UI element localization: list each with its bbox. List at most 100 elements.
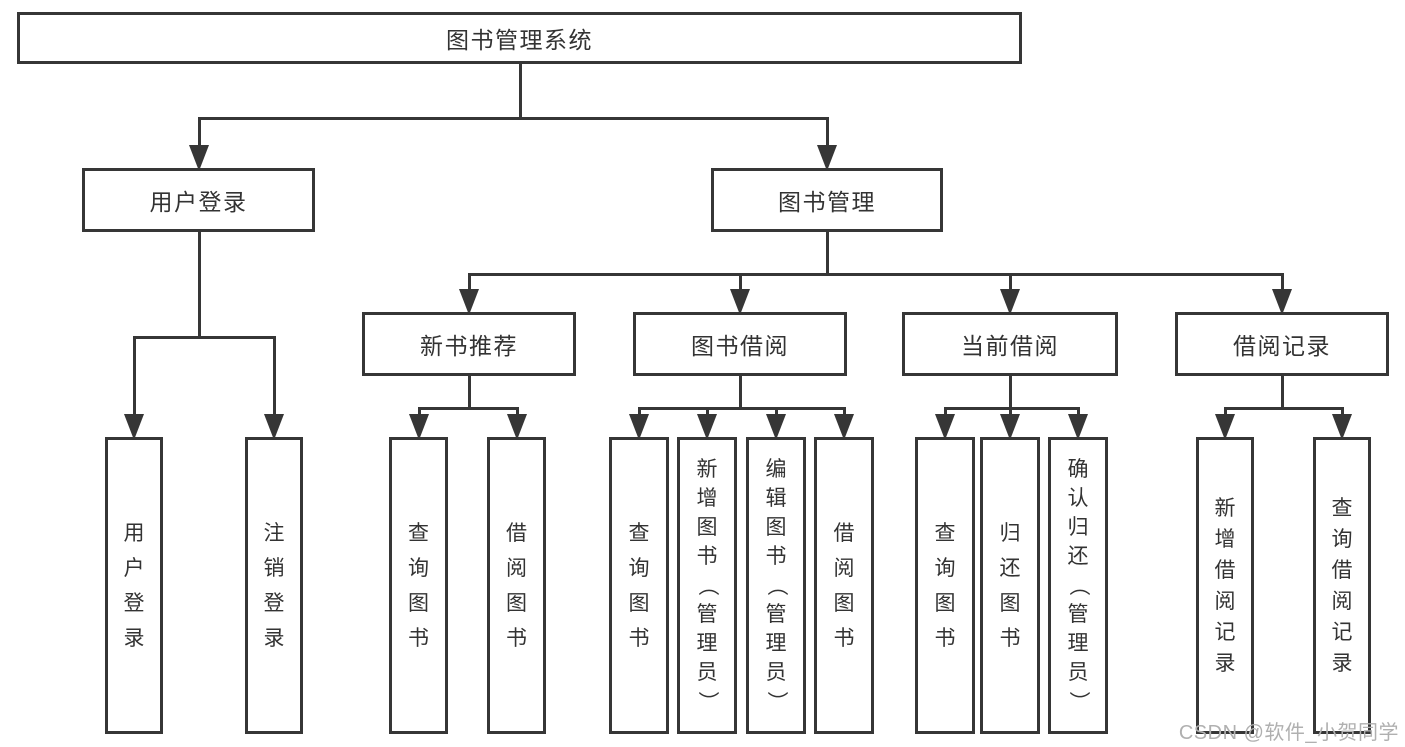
node-label: 用户登录 (149, 189, 248, 215)
node-label-char: 新 (1214, 496, 1236, 520)
connector-line (638, 407, 846, 410)
node-label-char: 书 (765, 545, 787, 568)
connector-line (843, 407, 846, 417)
node-label-char: 户 (123, 556, 145, 580)
node-label-char: 书 (696, 545, 718, 568)
connector-line (273, 336, 276, 417)
arrow-down-icon (264, 414, 284, 440)
node-label-char: 书 (934, 626, 956, 650)
node-new-book-rec: 新书推荐 (362, 312, 576, 376)
node-confirm-return: 确认归还（管理员） (1048, 437, 1108, 734)
node-add-borrow-record: 新增借阅记录 (1196, 437, 1254, 734)
node-label: 图书借阅 (691, 333, 789, 359)
connector-line (516, 407, 519, 417)
node-label-char: 书 (506, 626, 527, 650)
node-label: 图书管理 (778, 189, 876, 215)
arrow-down-icon (1000, 289, 1020, 315)
node-return-book: 归还图书 (980, 437, 1040, 734)
node-label-char: 阅 (833, 556, 855, 580)
connector-line (198, 230, 201, 339)
node-label-char: 记 (1331, 620, 1353, 644)
node-label-char: 图 (628, 591, 650, 615)
node-label-char: 管 (765, 603, 787, 626)
connector-line (133, 336, 136, 417)
node-label-char: 员 (765, 661, 787, 684)
node-label-char: 图 (696, 516, 718, 539)
node-query-book-cur: 查询图书 (915, 437, 975, 734)
arrow-down-icon (1215, 414, 1235, 440)
node-label-char: ） (695, 691, 719, 712)
node-label-char: 阅 (1331, 589, 1353, 613)
arrow-down-icon (629, 414, 649, 440)
node-label-char: 图 (833, 591, 855, 615)
connector-line (1009, 273, 1012, 292)
node-label-char: 理 (1067, 632, 1089, 655)
node-label-char: 询 (1331, 527, 1353, 551)
node-label-char: 图 (934, 591, 956, 615)
node-label-char: 借 (833, 521, 855, 545)
node-current-borrow: 当前借阅 (902, 312, 1118, 376)
arrow-down-icon (766, 414, 786, 440)
node-add-book: 新增图书（管理员） (677, 437, 737, 734)
connector-line (468, 374, 471, 410)
arrow-down-icon (817, 145, 837, 171)
node-label-char: （ (1066, 575, 1090, 596)
node-label-char: 增 (1214, 527, 1236, 551)
node-label-char: 理 (765, 632, 787, 655)
node-label: 当前借阅 (961, 333, 1059, 359)
node-label-char: ） (1066, 691, 1090, 712)
node-label-char: 记 (1214, 620, 1236, 644)
connector-line (1281, 273, 1284, 292)
connector-line (775, 407, 778, 417)
node-label-char: 登 (123, 591, 145, 615)
arrow-down-icon (459, 289, 479, 315)
connector-line (739, 374, 742, 410)
arrow-down-icon (935, 414, 955, 440)
node-label-char: 书 (408, 626, 429, 650)
node-label-char: 归 (999, 521, 1021, 545)
node-label-char: 录 (263, 626, 285, 650)
node-label-char: 管 (696, 603, 718, 626)
node-label-char: 辑 (765, 487, 787, 510)
node-label-char: ） (764, 691, 788, 712)
node-borrow-book: 借阅图书 (814, 437, 874, 734)
connector-line (418, 407, 421, 417)
arrow-down-icon (834, 414, 854, 440)
node-label-char: 录 (1331, 651, 1353, 675)
connector-line (1224, 407, 1227, 417)
connector-line (944, 407, 947, 417)
watermark: CSDN @软件_小贺同学 (1178, 722, 1399, 744)
node-borrow-record: 借阅记录 (1175, 312, 1389, 376)
connector-line (1341, 407, 1344, 417)
arrow-down-icon (507, 414, 527, 440)
node-label-char: 图 (408, 591, 429, 615)
node-label-char: 登 (263, 591, 285, 615)
node-label-char: （ (764, 575, 788, 596)
node-label-char: 录 (1214, 651, 1236, 675)
node-label-char: 书 (833, 626, 855, 650)
arrow-down-icon (697, 414, 717, 440)
connector-line (826, 117, 829, 148)
node-label-char: 查 (628, 521, 650, 545)
node-label-char: 还 (999, 556, 1021, 580)
connector-line (1009, 407, 1012, 417)
connector-line (1009, 374, 1012, 410)
node-label-char: 书 (999, 626, 1021, 650)
node-book-borrow: 图书借阅 (633, 312, 847, 376)
connector-line (468, 273, 471, 292)
node-label-char: 阅 (1214, 589, 1236, 613)
connector-line (706, 407, 709, 417)
node-label-char: 理 (696, 632, 718, 655)
connector-line (519, 62, 522, 120)
node-label-char: 编 (765, 458, 787, 481)
connector-line (198, 117, 201, 148)
node-label: 图书管理系统 (446, 27, 593, 53)
node-label-char: 借 (506, 521, 527, 545)
arrow-down-icon (189, 145, 209, 171)
connector-line (1077, 407, 1080, 417)
arrow-down-icon (1272, 289, 1292, 315)
connector-line (133, 336, 276, 339)
connector-line (468, 273, 1284, 276)
node-label-char: 查 (934, 521, 956, 545)
